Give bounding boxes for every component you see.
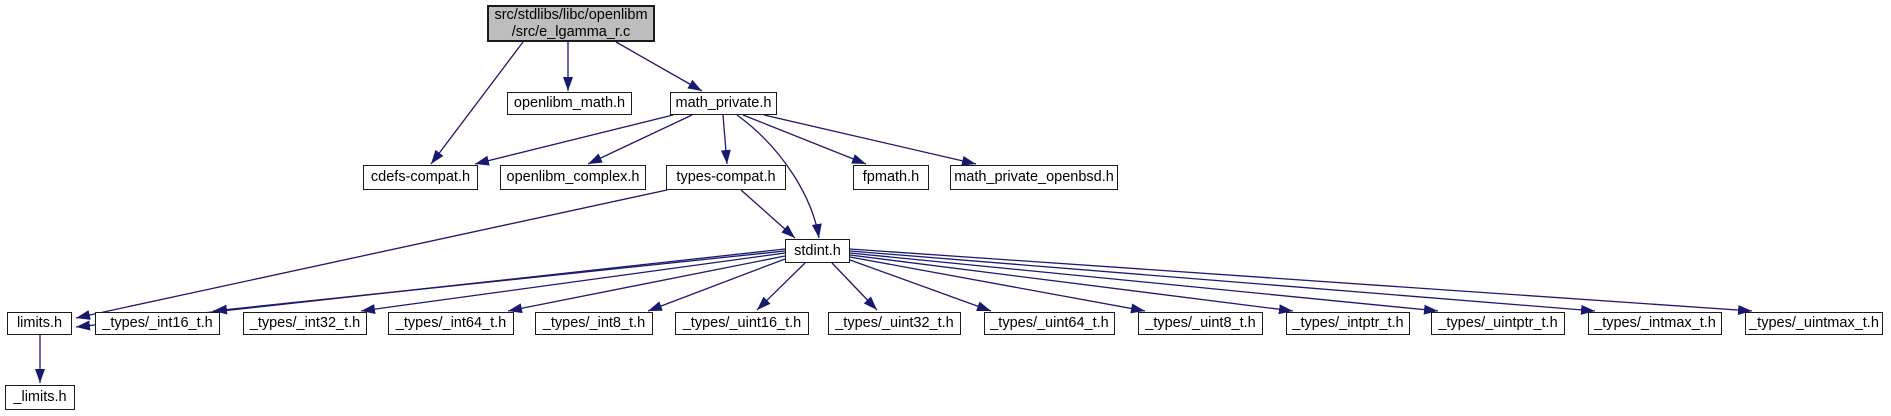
- node-label: math_private.h: [675, 95, 772, 111]
- node-uint16[interactable]: _types/_uint16_t.h: [675, 312, 809, 335]
- edge-types_compat-to-limits: [75, 189, 668, 320]
- edge-root-to-math_private: [615, 41, 703, 92]
- node-uint32[interactable]: _types/_uint32_t.h: [828, 312, 961, 335]
- node-fpmath[interactable]: fpmath.h: [853, 165, 929, 190]
- node-label: _types/_int16_t.h: [102, 315, 213, 331]
- node-limits[interactable]: limits.h: [7, 312, 72, 335]
- node-openlibm_math[interactable]: openlibm_math.h: [507, 92, 632, 115]
- node-label: openlibm_math.h: [513, 95, 626, 111]
- node-int16[interactable]: _types/_int16_t.h: [95, 312, 220, 335]
- edge-stdint-to-int8: [647, 258, 786, 312]
- node-_limits[interactable]: _limits.h: [5, 385, 75, 410]
- node-label: types-compat.h: [676, 169, 776, 185]
- node-int32[interactable]: _types/_int32_t.h: [243, 312, 367, 335]
- node-label: math_private_openbsd.h: [954, 169, 1114, 185]
- edge-stdint-to-uint64: [849, 259, 992, 312]
- node-uintptr[interactable]: _types/_uintptr_t.h: [1431, 312, 1565, 335]
- edge-stdint-to-int64: [507, 255, 786, 314]
- edge-math_private-to-types_compat: [720, 114, 731, 165]
- edge-stdint-to-intmax: [849, 250, 1596, 315]
- edge-math_private-to-fpmath: [742, 114, 867, 165]
- edge-stdint-to-uintmax: [849, 248, 1753, 316]
- node-math_private_openbsd[interactable]: math_private_openbsd.h: [950, 165, 1118, 190]
- node-int64[interactable]: _types/_int64_t.h: [388, 312, 514, 335]
- edge-stdint-to-uint32: [831, 262, 878, 311]
- node-intmax[interactable]: _types/_intmax_t.h: [1588, 312, 1722, 335]
- node-label: fpmath.h: [862, 169, 920, 185]
- edge-math_private-to-cdefs_compat: [474, 114, 674, 166]
- node-label: _types/_intmax_t.h: [1594, 315, 1716, 331]
- edge-stdint-to-uintptr: [849, 252, 1439, 315]
- edge-stdint-to-uint8: [849, 256, 1146, 314]
- edges-group: [35, 41, 1753, 383]
- node-int8[interactable]: _types/_int8_t.h: [535, 312, 653, 335]
- node-label: src/stdlibs/libc/openlibm /src/e_lgamma_…: [494, 6, 648, 40]
- node-uint8[interactable]: _types/_uint8_t.h: [1138, 312, 1263, 335]
- edge-stdint-to-int32: [360, 252, 786, 315]
- node-label: openlibm_complex.h: [506, 169, 640, 185]
- node-label: _types/_int64_t.h: [395, 315, 507, 331]
- node-label: stdint.h: [794, 242, 841, 259]
- node-label: _limits.h: [13, 389, 67, 405]
- edge-math_private-to-math_private_openbsd: [763, 114, 977, 166]
- node-openlibm_complex[interactable]: openlibm_complex.h: [500, 165, 646, 190]
- edge-stdint-to-intptr: [849, 254, 1294, 315]
- node-label: _types/_int8_t.h: [542, 315, 646, 331]
- node-label: _types/_uint64_t.h: [990, 315, 1109, 331]
- node-types_compat[interactable]: types-compat.h: [666, 165, 786, 190]
- node-label: _types/_uint16_t.h: [682, 315, 802, 331]
- edge-types_compat-to-stdint: [740, 189, 796, 239]
- node-math_private[interactable]: math_private.h: [670, 92, 777, 115]
- node-label: _types/_int32_t.h: [249, 315, 361, 331]
- node-intptr[interactable]: _types/_intptr_t.h: [1286, 312, 1410, 335]
- node-uintmax[interactable]: _types/_uintmax_t.h: [1745, 312, 1883, 335]
- node-root: src/stdlibs/libc/openlibm /src/e_lgamma_…: [487, 5, 655, 42]
- node-label: _types/_uintmax_t.h: [1749, 315, 1879, 331]
- edge-math_private-to-stdint: [736, 114, 822, 239]
- node-label: cdefs-compat.h: [370, 169, 471, 185]
- edge-math_private-to-openlibm_complex: [587, 114, 693, 165]
- node-uint64[interactable]: _types/_uint64_t.h: [984, 312, 1115, 335]
- node-stdint[interactable]: stdint.h: [785, 239, 850, 263]
- node-label: limits.h: [16, 315, 63, 331]
- node-label: _types/_intptr_t.h: [1292, 315, 1404, 331]
- edge-root-to-cdefs_compat: [430, 41, 524, 165]
- edge-stdint-to-uint16: [756, 262, 806, 311]
- edge-stdint-to-int16: [212, 250, 786, 315]
- node-label: _types/_uint8_t.h: [1145, 315, 1256, 331]
- node-label: _types/_uint32_t.h: [835, 315, 954, 331]
- node-cdefs_compat[interactable]: cdefs-compat.h: [363, 165, 478, 190]
- node-label: _types/_uintptr_t.h: [1438, 315, 1558, 331]
